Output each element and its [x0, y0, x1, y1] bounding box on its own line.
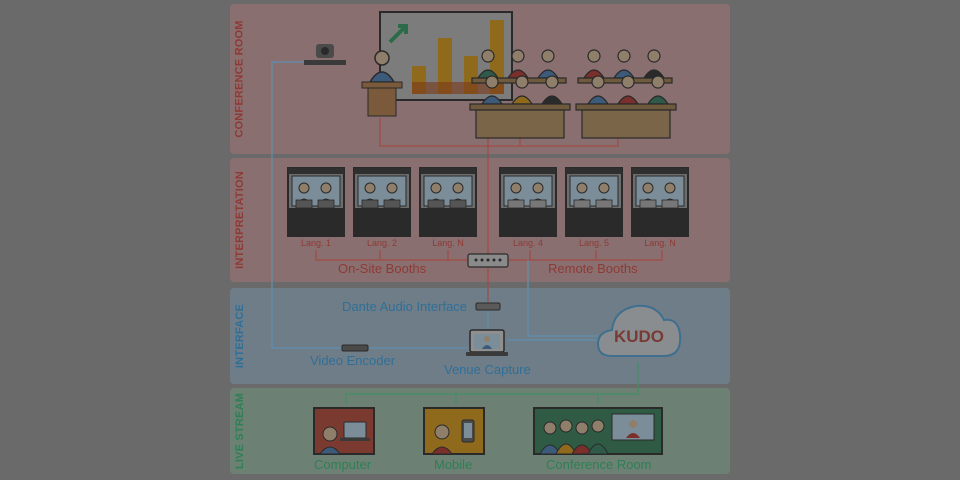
onsite-booth — [287, 167, 345, 237]
video-encoder-label: Video Encoder — [310, 353, 396, 368]
audio-mixer — [467, 253, 509, 268]
remote-booths-label: Remote Booths — [548, 261, 638, 276]
booth-label: Lang. N — [432, 238, 464, 248]
computer-label: Computer — [314, 457, 372, 472]
arrow-up-icon — [388, 24, 408, 44]
delegates-left — [469, 49, 571, 139]
kudo-logo: KUDO — [614, 327, 664, 346]
live-stream-distribution-line — [345, 362, 639, 404]
conference-room-label: Conference Room — [546, 457, 652, 472]
remote-booth — [499, 167, 557, 237]
remote-to-cloud-line — [527, 260, 598, 337]
cloud-icon — [596, 304, 682, 357]
conference-audio-line — [379, 118, 619, 147]
venue-capture-label: Venue Capture — [444, 362, 531, 377]
conference-room-screen — [533, 407, 663, 455]
booth-label: Lang. 1 — [300, 238, 332, 248]
remote-booth — [565, 167, 623, 237]
camera-icon — [304, 44, 346, 65]
remote-booth — [631, 167, 689, 237]
dante-device — [475, 302, 501, 311]
laptop-icon — [466, 329, 508, 356]
onsite-booths-label: On-Site Booths — [338, 261, 427, 276]
encoder-device — [341, 344, 369, 352]
remote-bus-line — [508, 250, 663, 261]
onsite-booth — [353, 167, 411, 237]
mobile-label: Mobile — [434, 457, 473, 472]
mobile-screen — [423, 407, 485, 455]
dante-label: Dante Audio Interface — [342, 299, 468, 314]
onsite-booth — [419, 167, 477, 237]
speaker-podium — [361, 50, 403, 117]
computer-screen — [313, 407, 375, 455]
booth-label: Lang. 4 — [512, 238, 544, 248]
booth-label: Lang. 5 — [578, 238, 610, 248]
booth-label: Lang. 2 — [366, 238, 398, 248]
onsite-bus-line — [315, 250, 468, 261]
delegates-right — [575, 49, 677, 139]
onsite-drops — [379, 250, 449, 260]
camera-to-encoder-line — [271, 61, 342, 349]
booth-label: Lang. N — [644, 238, 676, 248]
